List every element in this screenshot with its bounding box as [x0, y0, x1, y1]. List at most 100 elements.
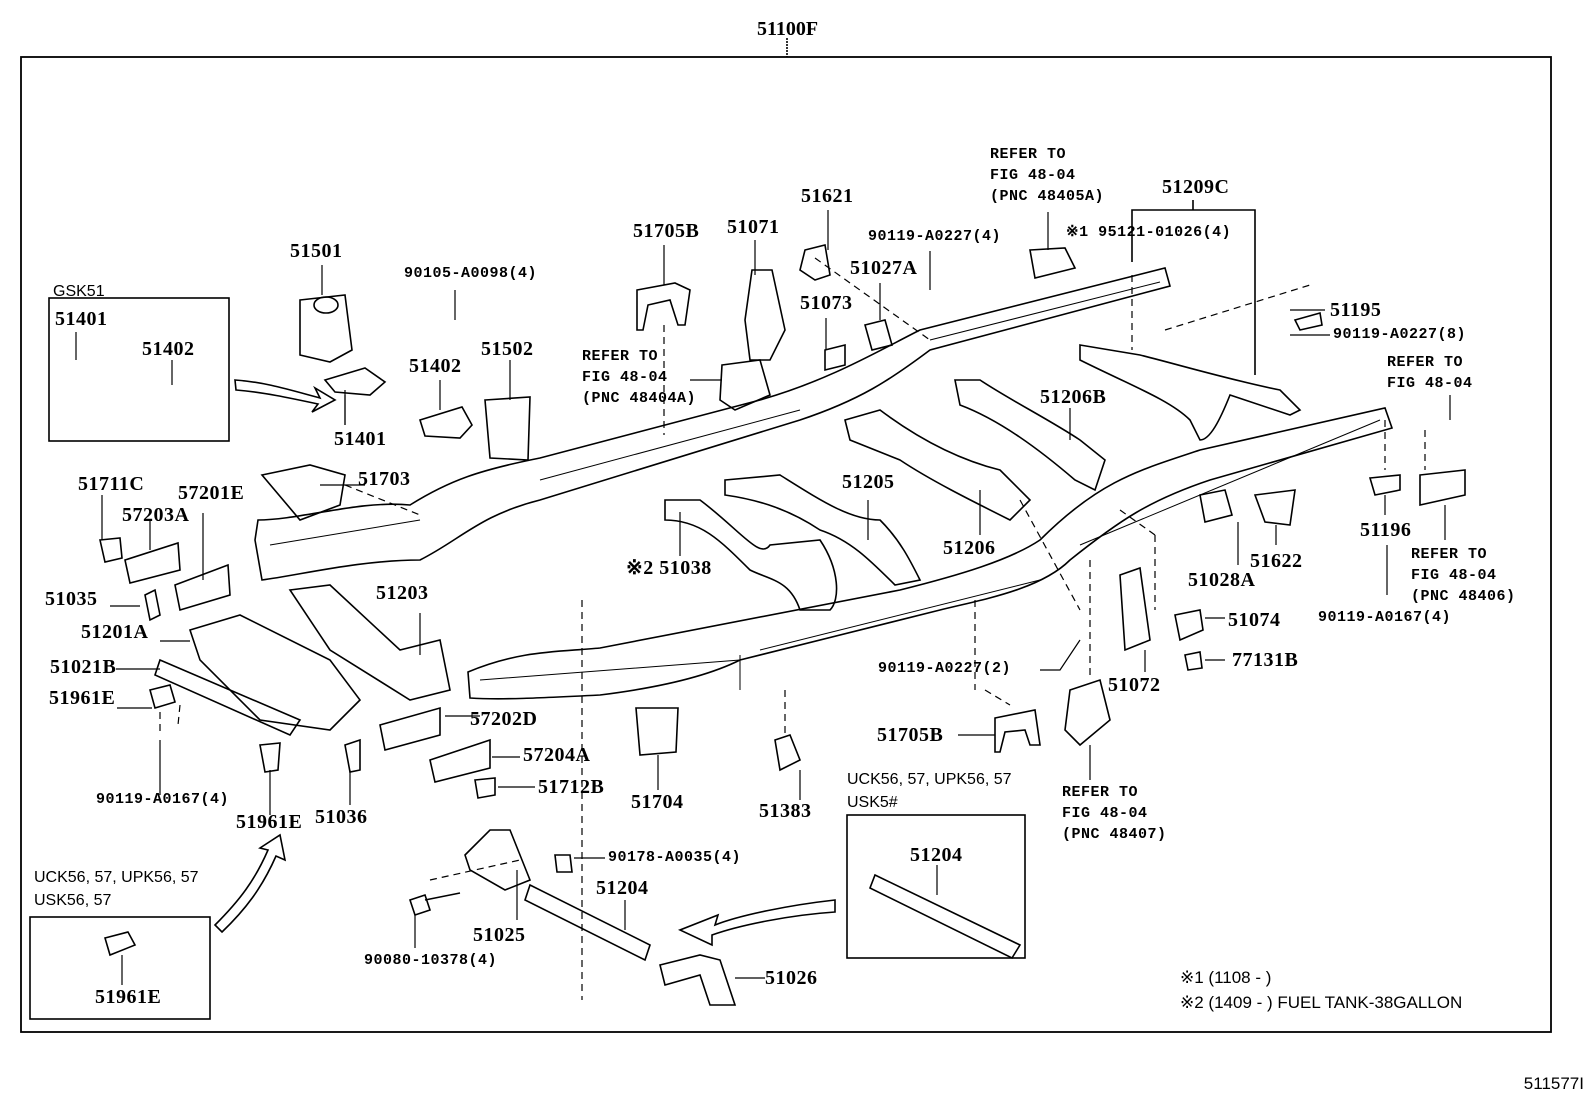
refer-line: FIG 48-04 — [1062, 805, 1148, 822]
part-label-51705b-top[interactable]: 51705B — [633, 220, 700, 242]
part-57202d — [379, 706, 441, 751]
refer-note-48407[interactable]: REFER TO FIG 48-04 (PNC 48407) — [1062, 782, 1167, 845]
part-label-51035[interactable]: 51035 — [45, 588, 98, 610]
part-label-51204-inset[interactable]: 51204 — [910, 844, 963, 866]
part-label-51072[interactable]: 51072 — [1108, 674, 1161, 696]
part-label-51383[interactable]: 51383 — [759, 800, 812, 822]
part-label-51206b[interactable]: 51206B — [1040, 386, 1107, 408]
part-label-90178-a0035[interactable]: 90178-A0035(4) — [608, 849, 742, 866]
part-51072 — [1119, 566, 1151, 652]
part-label-51201a[interactable]: 51201A — [81, 621, 149, 643]
part-51195 — [1293, 311, 1323, 331]
part-label-90105-a0098[interactable]: 90105-A0098(4) — [404, 265, 538, 282]
part-label-51204[interactable]: 51204 — [596, 877, 649, 899]
part-label-51711c[interactable]: 51711C — [78, 473, 145, 495]
part-label-51703[interactable]: 51703 — [358, 468, 411, 490]
part-label-51712b[interactable]: 51712B — [538, 776, 605, 798]
part-label-51038[interactable]: ※2 51038 — [626, 557, 712, 579]
part-label-51502[interactable]: 51502 — [481, 338, 534, 360]
part-label-57203a[interactable]: 57203A — [122, 504, 190, 526]
crossmember-51204 — [524, 883, 651, 962]
part-label-51705b-bot[interactable]: 51705B — [877, 724, 944, 746]
uck-left-inset-box — [29, 916, 211, 1020]
refer-line: (PNC 48406) — [1411, 588, 1516, 605]
part-51383 — [774, 734, 802, 772]
refer-note-48406[interactable]: REFER TO FIG 48-04 (PNC 48406) — [1411, 544, 1516, 607]
part-51705b-top — [636, 282, 691, 331]
part-label-51961e-2[interactable]: 51961E — [236, 811, 303, 833]
crossmember-51201a — [188, 614, 362, 731]
uck-right-inset-box — [846, 814, 1026, 959]
part-77131b — [1184, 651, 1203, 671]
part-label-57201e[interactable]: 57201E — [178, 482, 245, 504]
part-label-51027a[interactable]: 51027A — [850, 257, 918, 279]
part-label-51071[interactable]: 51071 — [727, 216, 780, 238]
part-51502 — [484, 396, 531, 461]
part-48404a — [719, 359, 771, 411]
part-label-51961e-inset[interactable]: 51961E — [95, 986, 162, 1008]
part-label-90119-a0227-4[interactable]: 90119-A0227(4) — [868, 228, 1002, 245]
part-label-51021b[interactable]: 51021B — [50, 656, 117, 678]
refer-line: REFER TO — [1062, 784, 1139, 801]
gsk51-inset-title: GSK51 — [53, 283, 105, 300]
part-57203a — [124, 541, 181, 584]
part-label-51704[interactable]: 51704 — [631, 791, 684, 813]
refer-note-right[interactable]: REFER TO FIG 48-04 — [1387, 352, 1473, 394]
part-label-51196[interactable]: 51196 — [1360, 519, 1412, 541]
part-label-51036[interactable]: 51036 — [315, 806, 368, 828]
gsk51-inset-box — [48, 297, 230, 442]
part-51036 — [344, 738, 361, 773]
part-label-51622[interactable]: 51622 — [1250, 550, 1303, 572]
part-label-90119-a0167-left[interactable]: 90119-A0167(4) — [96, 791, 230, 808]
arrow-gsk51 — [234, 379, 337, 413]
part-label-51401-inset[interactable]: 51401 — [55, 308, 108, 330]
part-label-51206[interactable]: 51206 — [943, 537, 996, 559]
part-label-51195[interactable]: 51195 — [1330, 299, 1382, 321]
part-label-51401[interactable]: 51401 — [334, 428, 387, 450]
uck-right-inset-title-1: UCK56, 57, UPK56, 57 — [847, 771, 1012, 788]
part-label-51205[interactable]: 51205 — [842, 471, 895, 493]
part-label-51209c[interactable]: 51209C — [1162, 176, 1230, 198]
part-label-51203[interactable]: 51203 — [376, 582, 429, 604]
part-label-51074[interactable]: 51074 — [1228, 609, 1281, 631]
part-label-57204a[interactable]: 57204A — [523, 744, 591, 766]
crossmember-51206b — [954, 379, 1106, 492]
refer-line: REFER TO — [1411, 546, 1488, 563]
part-48406 — [1419, 469, 1466, 506]
assembly-number: 51100F — [757, 18, 819, 40]
assembly-border — [20, 56, 1552, 1033]
part-label-90080-10378[interactable]: 90080-10378(4) — [364, 952, 498, 969]
part-label-57202d[interactable]: 57202D — [470, 708, 538, 730]
part-51961e-1 — [149, 684, 176, 710]
part-label-51402[interactable]: 51402 — [409, 355, 462, 377]
crossmember-51203 — [288, 584, 451, 701]
refer-line: (PNC 48407) — [1062, 826, 1167, 843]
part-51712b — [474, 777, 496, 799]
part-label-90119-a0227-8[interactable]: 90119-A0227(8) — [1333, 326, 1467, 343]
arrow-uck-right — [677, 899, 836, 947]
part-label-51621[interactable]: 51621 — [801, 185, 854, 207]
part-label-90119-a0167-right[interactable]: 90119-A0167(4) — [1318, 609, 1452, 626]
part-51402 — [418, 406, 473, 439]
part-label-51026[interactable]: 51026 — [765, 967, 818, 989]
refer-note-48404a[interactable]: REFER TO FIG 48-04 (PNC 48404A) — [582, 346, 696, 409]
part-label-77131b[interactable]: 77131B — [1232, 649, 1299, 671]
arrow-uck-left — [213, 833, 287, 934]
part-label-51961e-1[interactable]: 51961E — [49, 687, 116, 709]
crossmember-51206 — [844, 409, 1032, 521]
part-label-51402-inset[interactable]: 51402 — [142, 338, 195, 360]
part-label-95121-01026[interactable]: ※1 95121-01026(4) — [1066, 224, 1232, 241]
bolt-90080 — [408, 892, 461, 917]
part-51622 — [1253, 489, 1296, 526]
refer-note-48405a[interactable]: REFER TO FIG 48-04 (PNC 48405A) — [990, 144, 1104, 207]
part-57204a — [429, 738, 491, 783]
inset-part-51961e — [103, 931, 137, 957]
part-label-51028a[interactable]: 51028A — [1188, 569, 1256, 591]
part-label-51025[interactable]: 51025 — [473, 924, 526, 946]
part-label-51073[interactable]: 51073 — [800, 292, 853, 314]
part-label-51501[interactable]: 51501 — [290, 240, 343, 262]
part-label-90119-a0227-2[interactable]: 90119-A0227(2) — [878, 660, 1012, 677]
figure-code: 511577I — [1523, 1074, 1584, 1093]
refer-line: FIG 48-04 — [990, 167, 1076, 184]
